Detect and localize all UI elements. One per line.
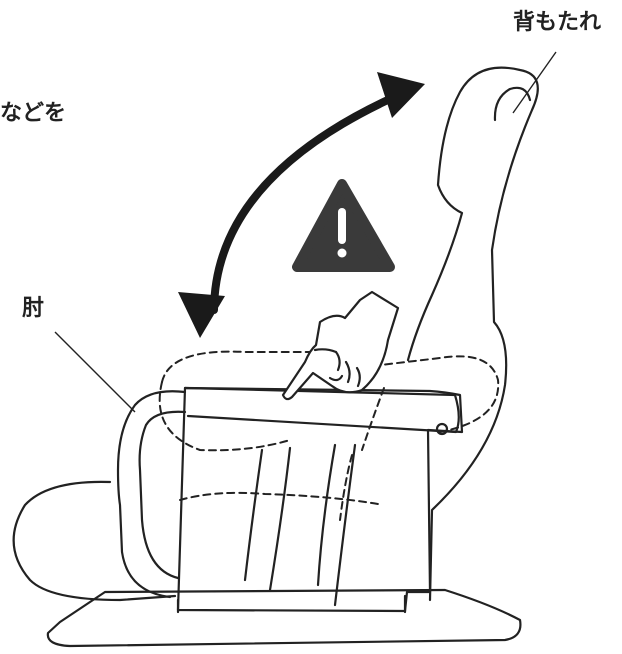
chair-base [46, 588, 522, 648]
armrest-loop [116, 390, 187, 599]
backrest-outline [406, 66, 539, 602]
armrest-label: 肘 [22, 296, 45, 321]
backrest-leader [512, 51, 557, 114]
hidden-seat-line [179, 491, 379, 505]
partial-caption-text: などを [0, 101, 67, 126]
armrest-leader [54, 331, 136, 413]
pointing-hand-icon [281, 290, 400, 401]
seat-cushion [12, 480, 177, 602]
arrow-head-bottom [178, 292, 225, 338]
hidden-armrest-bottom [158, 381, 291, 452]
arrow-head-top [377, 72, 425, 118]
recline-arrow [210, 94, 396, 314]
warning-triangle-icon [292, 179, 395, 272]
side-pocket [176, 386, 464, 613]
headrest-contour [493, 86, 532, 122]
backrest-label: 背もたれ [513, 10, 602, 35]
